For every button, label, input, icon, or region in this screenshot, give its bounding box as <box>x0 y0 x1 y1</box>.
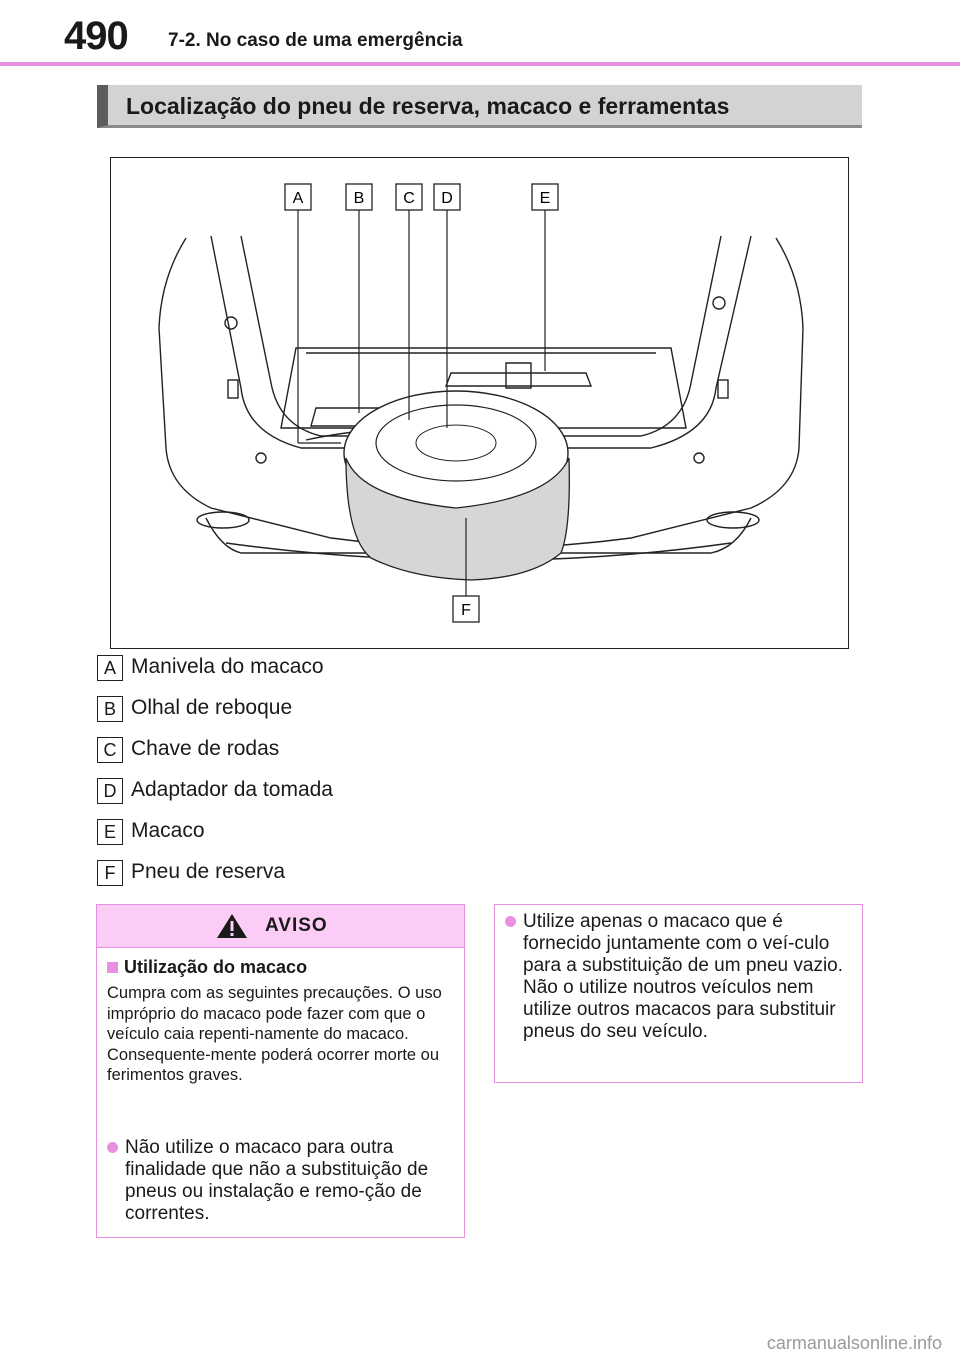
legend-letter: C <box>97 737 123 763</box>
callout-c: C <box>403 190 415 207</box>
section-heading-bar: Localização do pneu de reserva, macaco e… <box>97 85 862 128</box>
callout-b: B <box>354 190 365 207</box>
legend-letter: D <box>97 778 123 804</box>
warning-bullet: Não utilize o macaco para outra finalida… <box>107 1137 457 1227</box>
watermark: carmanualsonline.info <box>766 1333 942 1353</box>
callout-e: E <box>540 190 551 207</box>
square-bullet-icon <box>107 962 118 973</box>
chapter-title: 7-2. No caso de uma emergência <box>168 30 463 51</box>
trunk-drawing: A B C D E F <box>158 183 804 623</box>
callout-a: A <box>293 190 304 207</box>
bullet-dot-icon <box>107 1142 118 1153</box>
warning-bullet-text: Utilize apenas o macaco que é fornecido … <box>523 911 844 1042</box>
callout-d: D <box>441 190 453 207</box>
bullet-dot-icon <box>505 916 516 927</box>
legend-letter: F <box>97 860 123 886</box>
header-divider <box>0 62 960 66</box>
legend-label: Olhal de reboque <box>131 696 293 719</box>
warning-subheading: Utilização do macaco <box>107 957 307 978</box>
legend-label: Chave de rodas <box>131 737 280 760</box>
legend-label: Manivela do macaco <box>131 655 324 678</box>
warning-paragraph: Cumpra com as seguintes precauções. O us… <box>107 984 442 1084</box>
legend-letter: A <box>97 655 123 681</box>
legend-label: Pneu de reserva <box>131 860 286 883</box>
page-number: 490 <box>64 14 129 58</box>
warning-continued-box: Utilize apenas o macaco que é fornecido … <box>494 904 863 1083</box>
legend-letter: B <box>97 696 123 722</box>
legend-letter: E <box>97 819 123 845</box>
warning-subheading-text: Utilização do macaco <box>124 957 308 977</box>
warning-title: AVISO <box>265 915 328 936</box>
trunk-illustration: A B C D E F <box>110 157 849 649</box>
callout-f: F <box>461 602 471 619</box>
warning-header: AVISO <box>97 905 464 948</box>
warning-bullet: Utilize apenas o macaco que é fornecido … <box>505 911 855 1076</box>
warning-triangle-icon <box>217 914 247 938</box>
warning-box: AVISO Utilização do macaco Cumpra com as… <box>96 904 465 1238</box>
warning-bullet-text: Não utilize o macaco para outra finalida… <box>125 1137 429 1224</box>
section-title: Localização do pneu de reserva, macaco e… <box>126 93 730 119</box>
legend-label: Macaco <box>131 819 205 842</box>
legend-label: Adaptador da tomada <box>131 778 333 801</box>
